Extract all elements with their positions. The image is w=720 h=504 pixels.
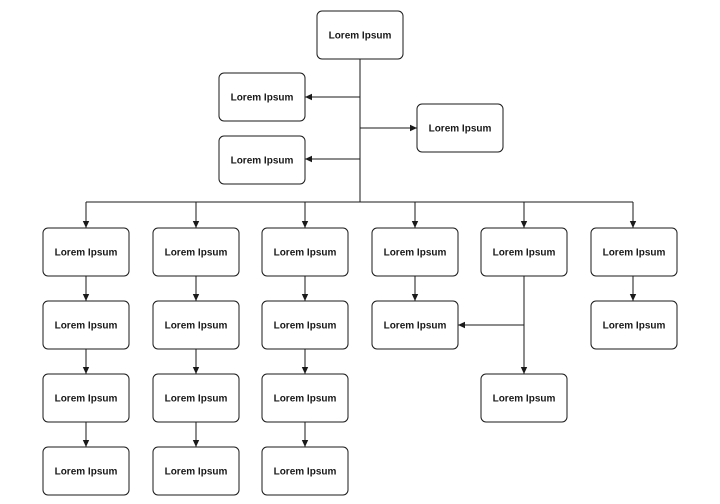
node-label: Lorem Ipsum: [165, 467, 228, 478]
node-label: Lorem Ipsum: [55, 394, 118, 405]
node-col1-row3[interactable]: Lorem Ipsum: [42, 373, 130, 423]
node-label: Lorem Ipsum: [55, 248, 118, 259]
connectors: [82, 59, 637, 447]
node-label: Lorem Ipsum: [231, 93, 294, 104]
node-col2-row3[interactable]: Lorem Ipsum: [152, 373, 240, 423]
node-label: Lorem Ipsum: [493, 394, 556, 405]
node-col6-row2[interactable]: Lorem Ipsum: [590, 300, 678, 350]
node-col5-row3[interactable]: Lorem Ipsum: [480, 373, 568, 423]
node-label: Lorem Ipsum: [274, 394, 337, 405]
node-label: Lorem Ipsum: [274, 321, 337, 332]
node-label: Lorem Ipsum: [603, 321, 666, 332]
node-col3-row2[interactable]: Lorem Ipsum: [261, 300, 349, 350]
node-label: Lorem Ipsum: [429, 124, 492, 135]
node-col3-row3[interactable]: Lorem Ipsum: [261, 373, 349, 423]
node-label: Lorem Ipsum: [603, 248, 666, 259]
node-label: Lorem Ipsum: [274, 248, 337, 259]
node-right-1[interactable]: Lorem Ipsum: [416, 103, 504, 153]
node-col1-row4[interactable]: Lorem Ipsum: [42, 446, 130, 496]
node-col6-row1[interactable]: Lorem Ipsum: [590, 227, 678, 277]
node-col4-row2[interactable]: Lorem Ipsum: [371, 300, 459, 350]
node-label: Lorem Ipsum: [55, 321, 118, 332]
node-label: Lorem Ipsum: [165, 248, 228, 259]
node-label: Lorem Ipsum: [329, 31, 392, 42]
node-col4-row1[interactable]: Lorem Ipsum: [371, 227, 459, 277]
node-col3-row4[interactable]: Lorem Ipsum: [261, 446, 349, 496]
node-label: Lorem Ipsum: [384, 248, 447, 259]
node-label: Lorem Ipsum: [55, 467, 118, 478]
node-col1-row1[interactable]: Lorem Ipsum: [42, 227, 130, 277]
node-col1-row2[interactable]: Lorem Ipsum: [42, 300, 130, 350]
node-col3-row1[interactable]: Lorem Ipsum: [261, 227, 349, 277]
node-label: Lorem Ipsum: [274, 467, 337, 478]
node-label: Lorem Ipsum: [165, 321, 228, 332]
node-left-1[interactable]: Lorem Ipsum: [218, 72, 306, 122]
node-col2-row2[interactable]: Lorem Ipsum: [152, 300, 240, 350]
node-col2-row4[interactable]: Lorem Ipsum: [152, 446, 240, 496]
node-label: Lorem Ipsum: [165, 394, 228, 405]
node-col5-row1[interactable]: Lorem Ipsum: [480, 227, 568, 277]
node-label: Lorem Ipsum: [493, 248, 556, 259]
node-left-2[interactable]: Lorem Ipsum: [218, 135, 306, 185]
node-root[interactable]: Lorem Ipsum: [316, 10, 404, 60]
node-label: Lorem Ipsum: [384, 321, 447, 332]
node-label: Lorem Ipsum: [231, 156, 294, 167]
node-col2-row1[interactable]: Lorem Ipsum: [152, 227, 240, 277]
